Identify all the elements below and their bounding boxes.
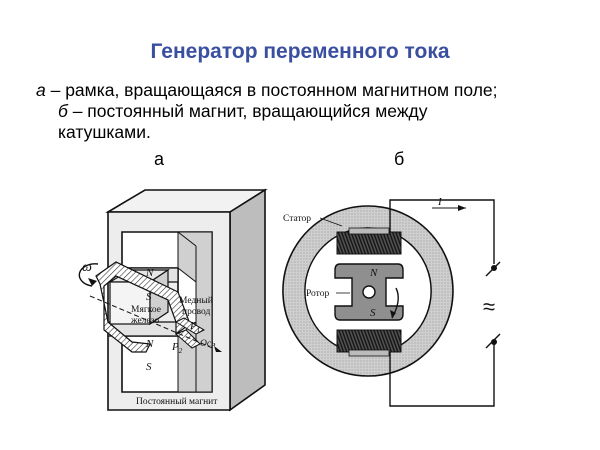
caption-b-line-2: катушками. bbox=[58, 122, 151, 142]
wire-label-1: Медный bbox=[179, 295, 213, 306]
p2-label: P2 bbox=[171, 341, 183, 355]
panel-label-a: а bbox=[154, 149, 165, 169]
pole-n-top: N bbox=[145, 267, 154, 279]
omega-arrow bbox=[78, 263, 99, 287]
soft-iron-label-2: железо bbox=[130, 316, 159, 326]
caption-b-line: б – постоянный магнит, вращающийся между bbox=[36, 101, 581, 122]
pole-s-top: S bbox=[146, 291, 152, 303]
omega-label: ω bbox=[82, 260, 92, 275]
circuit-wire bbox=[389, 199, 495, 264]
rotor-shaft bbox=[362, 285, 376, 299]
wire-leads bbox=[174, 317, 206, 349]
terminal-top bbox=[491, 265, 497, 271]
soft-iron-label-1: Мягкое bbox=[131, 305, 161, 315]
rotor-pole-s: S bbox=[370, 307, 376, 319]
panel-label-b: б bbox=[394, 149, 405, 169]
slide-title: Генератор переменного тока bbox=[150, 40, 450, 63]
circuit-wire-bottom bbox=[389, 344, 495, 407]
caption-b-text: – постоянный магнит, вращающийся между bbox=[67, 101, 428, 121]
rotor-label: Ротор bbox=[306, 289, 329, 299]
p1-label: P1 bbox=[189, 320, 200, 334]
current-label: I bbox=[437, 196, 443, 208]
pole-s-bottom: S bbox=[146, 361, 152, 373]
diagram-a: ω N S Мягкое железо Медный провод P1 P2 … bbox=[78, 188, 268, 412]
caption-b-letter: б bbox=[58, 101, 68, 121]
coil-top bbox=[336, 231, 402, 255]
magnet-label: Постоянный магнит bbox=[136, 396, 218, 407]
diagram-b: N S I ≈ Статор Ротор bbox=[282, 196, 501, 407]
caption: а – рамка, вращающаяся в постоянном магн… bbox=[36, 80, 581, 143]
terminal-bottom bbox=[491, 339, 497, 345]
caption-a-letter: а bbox=[36, 80, 46, 100]
magnet-side-face bbox=[229, 188, 266, 412]
wire-loop bbox=[95, 261, 191, 353]
ac-symbol: ≈ bbox=[483, 294, 495, 319]
wire-label-2: провод bbox=[182, 307, 210, 317]
axis-label: Ось bbox=[200, 339, 216, 349]
rotor-pole-n: N bbox=[369, 267, 378, 279]
caption-a-text: – рамка, вращающаяся в постоянном магнит… bbox=[45, 80, 498, 100]
pole-n-bottom: N bbox=[145, 338, 154, 350]
coil-bottom bbox=[336, 329, 402, 353]
stator-label: Статор bbox=[283, 214, 311, 224]
